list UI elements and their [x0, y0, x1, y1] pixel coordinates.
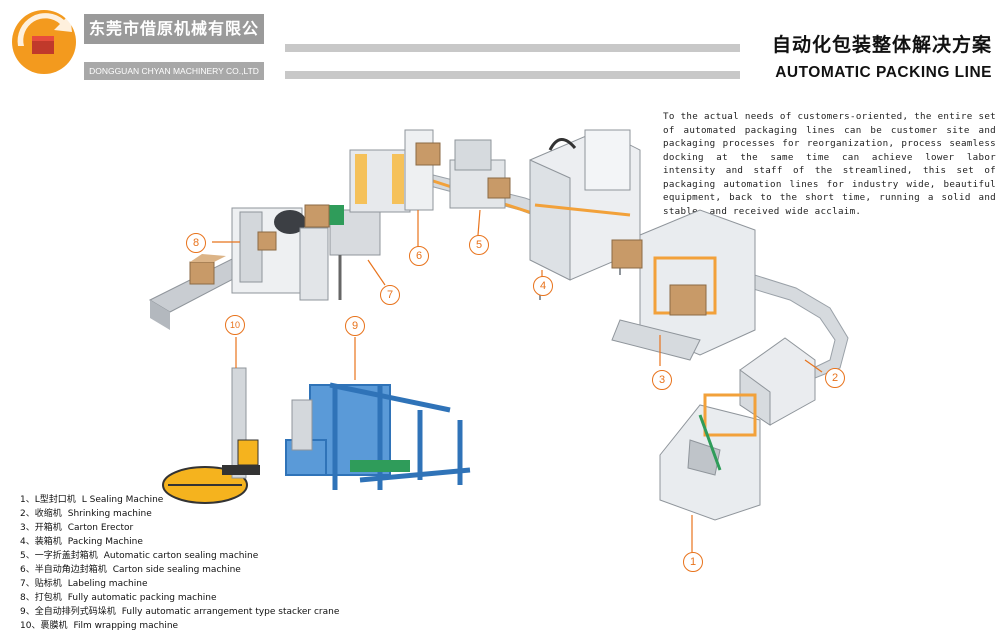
- strapping-machine: [148, 207, 329, 330]
- carton-erector: [611, 209, 756, 361]
- callout-4: 4: [533, 276, 553, 296]
- company-name-en: DONGGUAN CHYAN MACHINERY CO.,LTD: [84, 62, 264, 80]
- callout-3: 3: [652, 370, 672, 390]
- labeling-machine: [304, 204, 381, 300]
- callout-1: 1: [683, 552, 703, 572]
- callout-8: 8: [186, 233, 206, 253]
- carton-sealing-machine: [449, 139, 511, 209]
- callout-10: 10: [225, 315, 245, 335]
- callout-5: 5: [469, 235, 489, 255]
- page-title-cn: 自动化包装整体解决方案: [771, 34, 992, 56]
- stacker-crane: [285, 382, 471, 490]
- callout-9: 9: [345, 316, 365, 336]
- page-title-en: AUTOMATIC PACKING LINE: [775, 64, 992, 81]
- side-sealing-machine: [349, 129, 441, 213]
- packing-machine: [529, 129, 641, 300]
- description-paragraph: To the actual needs of customers-oriente…: [663, 111, 996, 217]
- header-divider: [285, 71, 740, 79]
- shrinking-machine: [739, 337, 816, 426]
- company-logo: [12, 10, 76, 74]
- film-wrapping-machine: [162, 367, 260, 504]
- l-sealing-machine: [659, 393, 761, 521]
- callout-2: 2: [825, 368, 845, 388]
- callout-6: 6: [409, 246, 429, 266]
- callout-7: 7: [380, 285, 400, 305]
- header-divider: [285, 44, 740, 52]
